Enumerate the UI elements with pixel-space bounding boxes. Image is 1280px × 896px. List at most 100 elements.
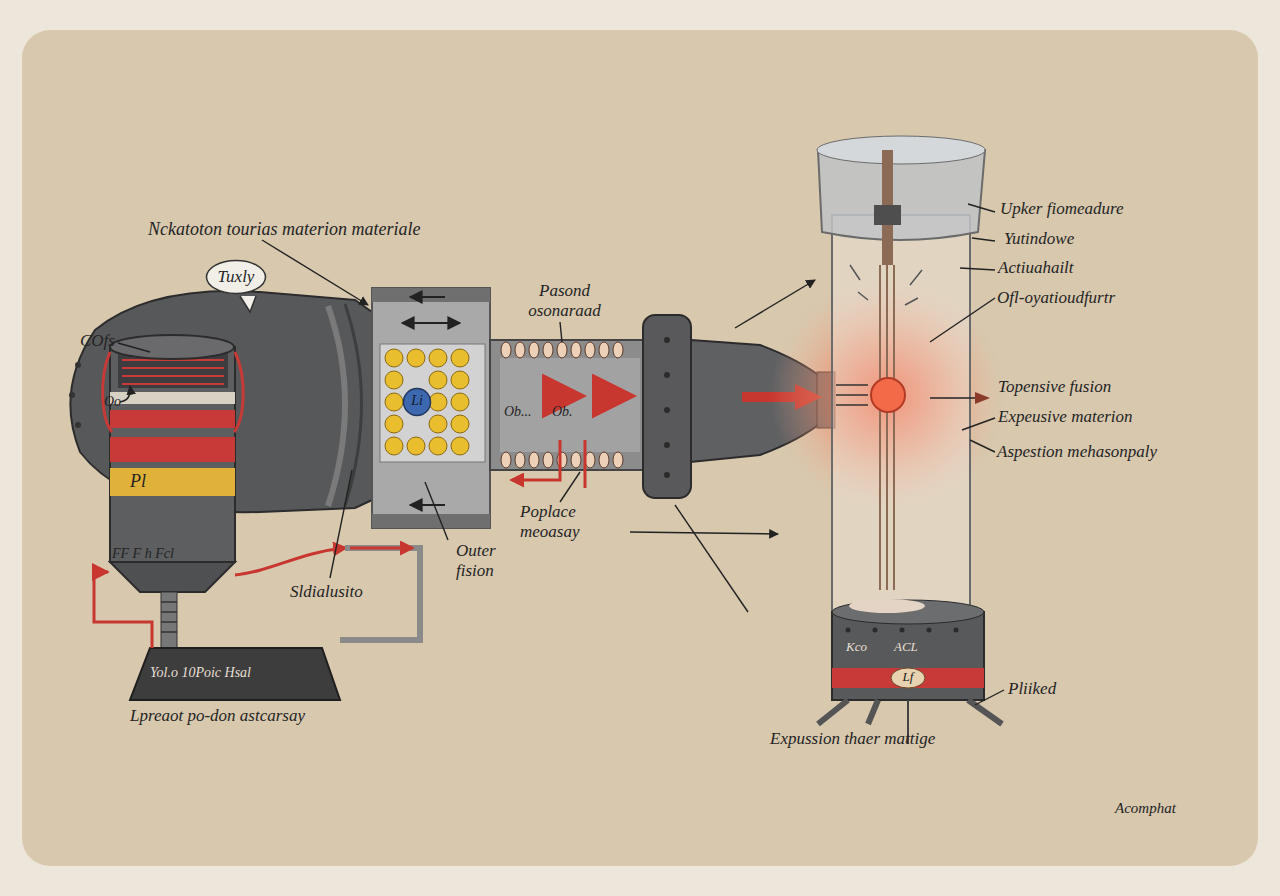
coil-turn — [529, 452, 539, 468]
bolt — [664, 407, 670, 413]
pellet — [429, 393, 447, 411]
coil-turn — [515, 452, 525, 468]
callout-label: Yutindowe — [1004, 229, 1074, 249]
pellet — [385, 349, 403, 367]
leader-line — [962, 418, 995, 430]
housing-ring — [328, 306, 345, 506]
callout-label: Poplace meoasay — [520, 502, 612, 541]
callout-label: Pasond osonaraad — [512, 281, 617, 320]
canister-cone — [110, 562, 235, 592]
callout-label: Upker fiomeadure — [1000, 199, 1124, 219]
leader-line — [970, 440, 995, 452]
callout-label: Oo — [104, 394, 121, 410]
speech-bubble: Tuxly — [205, 259, 267, 295]
mechanism — [874, 205, 901, 225]
pellet — [385, 415, 403, 433]
coil-turn — [599, 342, 609, 358]
bolt — [954, 628, 959, 633]
arrow — [410, 296, 445, 298]
coil-turn — [585, 342, 595, 358]
arrow — [410, 504, 445, 506]
node-text: ACL — [894, 640, 934, 655]
bolt — [664, 472, 670, 478]
node-text: Kco — [846, 640, 886, 655]
bolt — [846, 628, 851, 633]
rivet — [69, 392, 75, 398]
band — [110, 437, 235, 462]
callout-label: Lpreaot po-don astcarsay — [130, 706, 305, 726]
pellet — [429, 437, 447, 455]
leg — [868, 700, 878, 724]
leader-line — [120, 386, 130, 402]
callout-label: Sldialusito — [290, 582, 363, 602]
leader-line — [118, 343, 150, 352]
callout-label: Expussion thaer mattige — [770, 729, 935, 749]
pellet — [451, 437, 469, 455]
arrow-head — [975, 392, 990, 404]
band — [110, 392, 235, 404]
callout-label: Acomphat — [1115, 800, 1176, 817]
cap-top — [817, 136, 985, 164]
bubble-tail — [240, 296, 256, 312]
coil-turn — [599, 452, 609, 468]
rivet — [75, 362, 81, 368]
leader-line — [425, 482, 448, 540]
rivet — [75, 422, 81, 428]
core-ball — [871, 378, 905, 412]
pellet — [407, 349, 425, 367]
coil-turn — [557, 342, 567, 358]
leader-line — [675, 505, 748, 612]
coil-turn — [571, 342, 581, 358]
node-text: Tuxly — [205, 267, 267, 287]
pellet — [429, 349, 447, 367]
coil-turn — [571, 452, 581, 468]
base-block — [130, 648, 340, 700]
callout-label: Expeusive materion — [998, 407, 1133, 427]
blue-pellet: Li — [402, 387, 432, 417]
callout-label: Pliiked — [1008, 679, 1056, 699]
leg — [818, 700, 848, 724]
red-wire — [103, 352, 244, 432]
feed-lines — [836, 385, 868, 405]
callout-label: Topensive fusion — [998, 377, 1111, 397]
coil-turn — [543, 342, 553, 358]
pellet — [451, 349, 469, 367]
red-arrow — [350, 547, 412, 550]
leader-line — [330, 470, 352, 578]
panel — [22, 30, 1258, 866]
pellet — [385, 371, 403, 389]
bolt — [927, 628, 932, 633]
leader-line — [560, 322, 562, 342]
node-text: Pl — [130, 471, 170, 492]
rods — [880, 265, 894, 590]
pedestal: Kco ACL Lf — [832, 612, 984, 704]
pedestal — [832, 612, 984, 700]
leader-line — [930, 298, 995, 342]
callout-label: Ofl-oyatioudfurtr — [997, 288, 1115, 308]
red-arrow — [545, 392, 578, 401]
grid-box — [372, 288, 490, 528]
canister-top — [110, 335, 234, 359]
flange — [643, 315, 691, 498]
bolt — [664, 372, 670, 378]
trim — [372, 514, 490, 528]
coil-turn — [543, 452, 553, 468]
red-return — [584, 440, 587, 488]
leader-line — [960, 268, 995, 270]
coil-turn — [501, 452, 511, 468]
callout-label: Nckatoton tourias materion materiale — [148, 219, 420, 240]
coil-turn — [515, 342, 525, 358]
badge — [891, 668, 925, 688]
thread — [161, 602, 177, 632]
bolt — [664, 337, 670, 343]
band — [110, 410, 235, 428]
pellet — [407, 437, 425, 455]
node-text: Lf — [894, 670, 922, 685]
coil-wire — [122, 360, 224, 384]
callout-label: Aspestion mehasonpaly — [997, 442, 1157, 462]
node-text: Li — [402, 393, 432, 409]
band — [110, 468, 235, 496]
leader-line — [630, 532, 778, 534]
red-band — [832, 668, 984, 688]
